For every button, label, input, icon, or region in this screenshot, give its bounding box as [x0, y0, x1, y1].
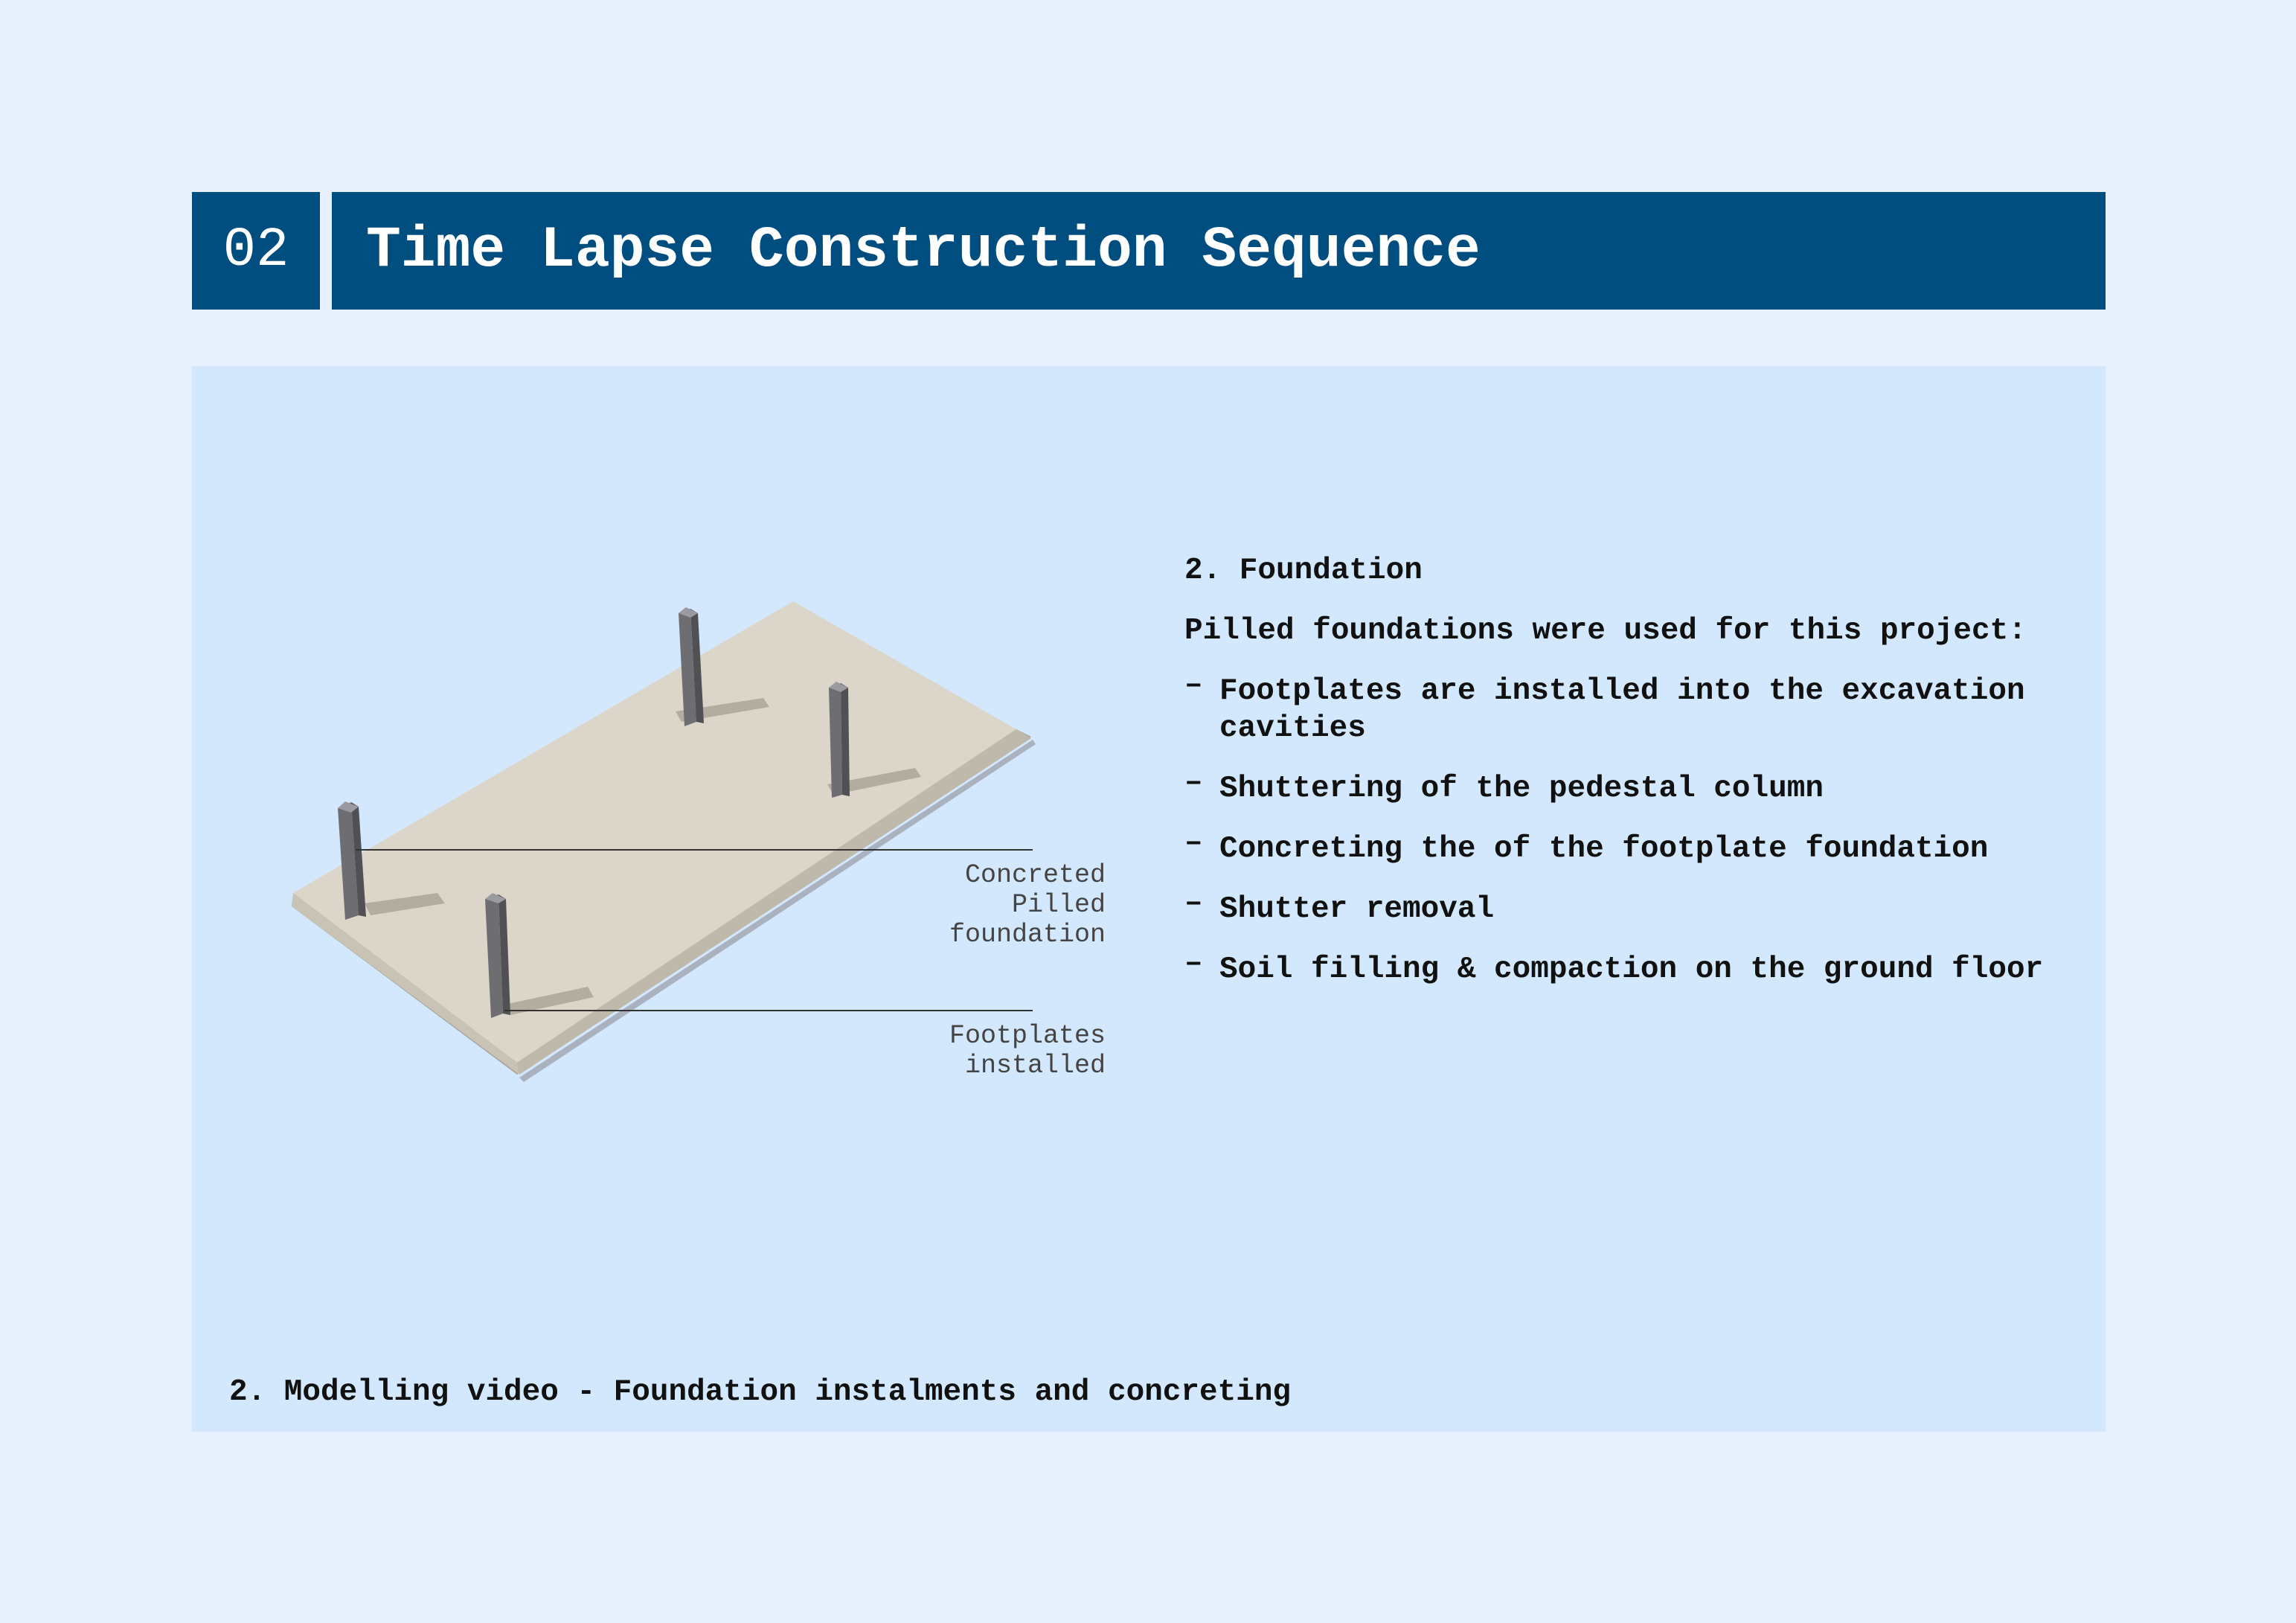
list-item-text: Soil filling & compaction on the ground … — [1219, 953, 2044, 987]
slab-side-edge — [517, 729, 1031, 1075]
page-title-text: Time Lapse Construction Sequence — [366, 218, 1481, 284]
callout-concreted-foundation: Concreted Pilled foundation — [949, 860, 1106, 950]
column-front-center — [485, 893, 510, 1018]
list-item-text: Concreting the of the footplate foundati… — [1219, 832, 1989, 866]
column-back-center — [679, 607, 704, 726]
section-number: 02 — [192, 192, 320, 310]
column-shadow — [365, 893, 445, 915]
bullet-marker: – — [1184, 886, 1203, 921]
list-item-text: Shuttering of the pedestal column — [1219, 772, 1824, 806]
intro-text: Pilled foundations were used for this pr… — [1184, 614, 2027, 648]
list-item: –Concreting the of the footplate foundat… — [1184, 826, 2100, 868]
page-title: Time Lapse Construction Sequence — [332, 192, 2106, 310]
list-item-text: Shutter removal — [1219, 892, 1495, 926]
bullet-marker: – — [1184, 668, 1203, 702]
slab-front-edge — [292, 893, 519, 1075]
column-back-right — [829, 682, 850, 798]
column-shadow — [827, 768, 921, 795]
list-item: –Shuttering of the pedestal column — [1184, 766, 2100, 807]
slab-shadow — [519, 740, 1036, 1082]
callout-footplates-installed: Footplates installed — [949, 1021, 1106, 1081]
description: 2. Foundation Pilled foundations were us… — [1184, 552, 2100, 1011]
bullet-marker: – — [1184, 826, 1203, 860]
list-item: –Shutter removal — [1184, 886, 2100, 928]
column-front-left — [338, 801, 366, 920]
foundation-illustration — [292, 601, 1036, 1082]
bullet-marker: – — [1184, 947, 1203, 981]
content-panel: Concreted Pilled foundation Footplates i… — [192, 366, 2106, 1432]
video-caption: 2. Modelling video - Foundation instalme… — [229, 1375, 1292, 1409]
list-item: –Footplates are installed into the excav… — [1184, 668, 2100, 747]
section-heading: 2. Foundation — [1184, 554, 1423, 588]
bullet-marker: – — [1184, 766, 1203, 800]
bullet-list: –Footplates are installed into the excav… — [1184, 668, 2100, 988]
list-item-text: Footplates are installed into the excava… — [1219, 674, 2025, 746]
list-item: –Soil filling & compaction on the ground… — [1184, 947, 2100, 988]
column-shadow — [504, 987, 594, 1015]
